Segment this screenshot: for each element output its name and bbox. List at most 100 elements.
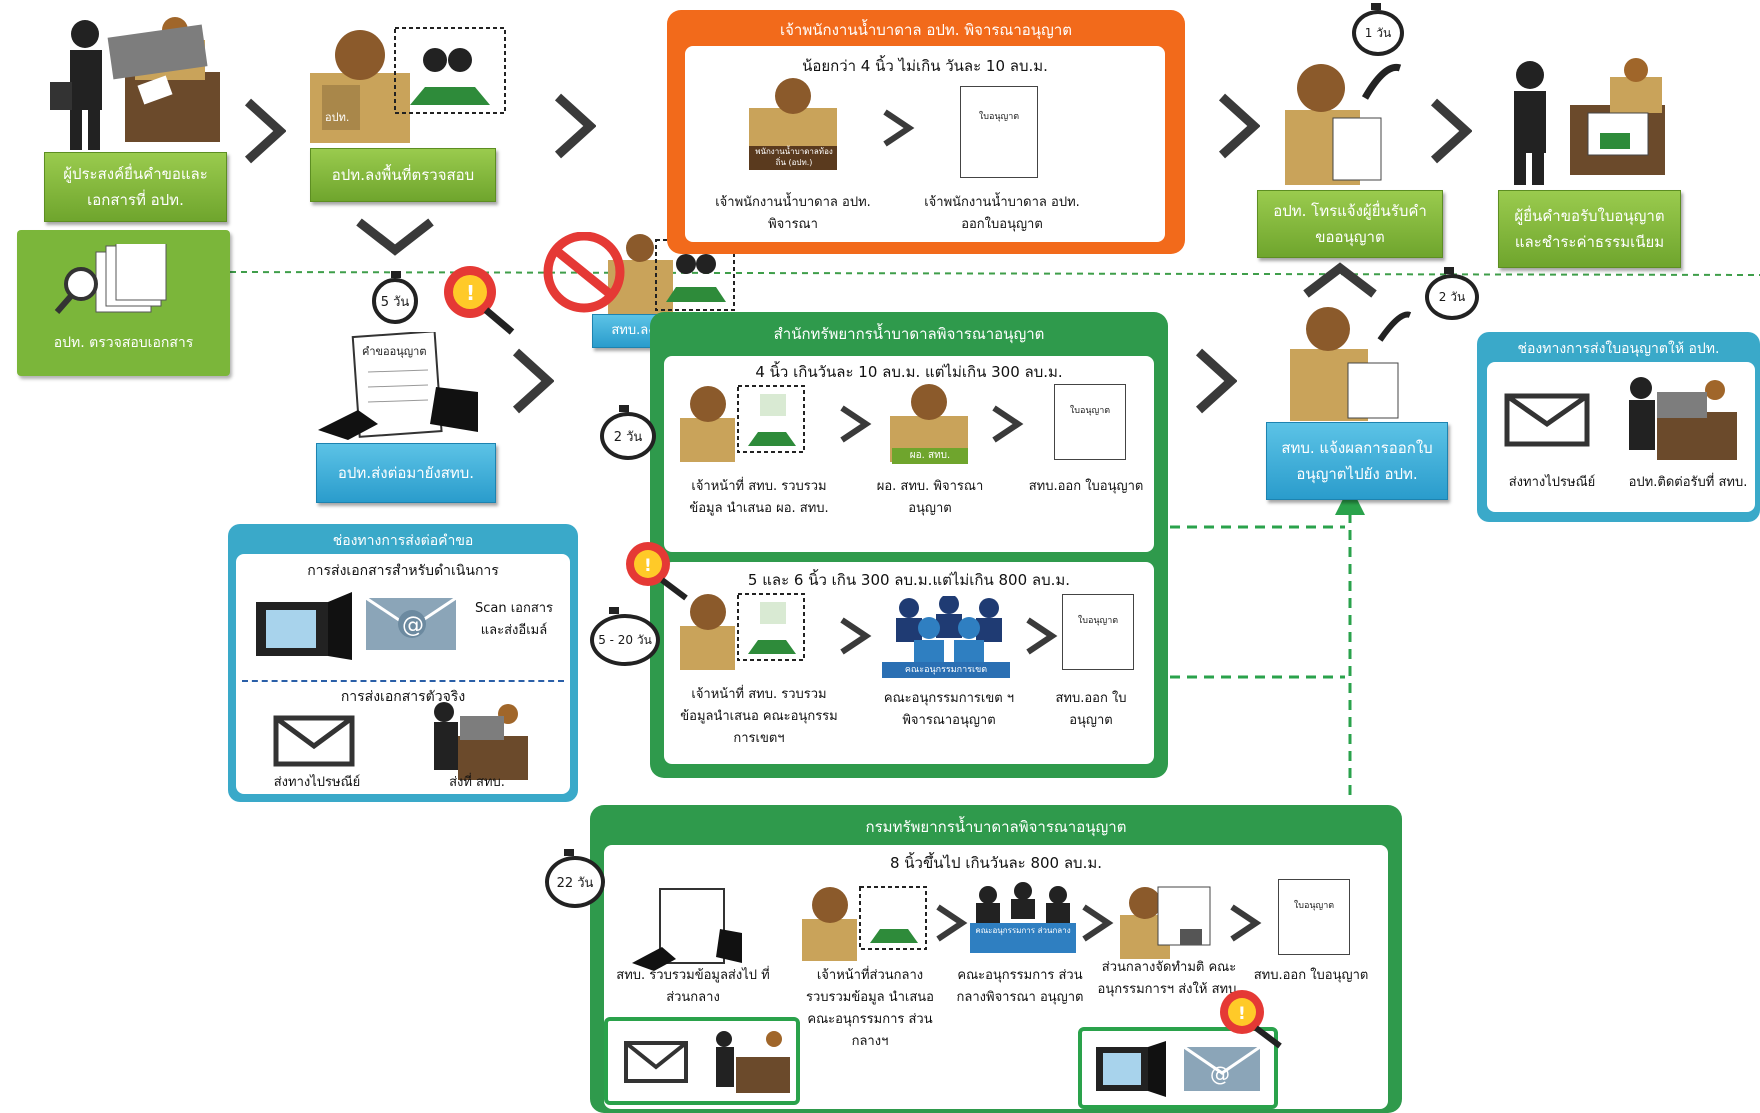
criteria-text: น้อยกว่า 4 นิ้ว ไม่เกิน วันละ 10 ลบ.ม.	[802, 57, 1048, 75]
license-doc-icon: ใบอนุญาต	[960, 86, 1038, 178]
license-label: ใบอนุญาต	[978, 112, 1020, 122]
chevron-right-icon	[840, 617, 872, 655]
license-label: ใบอนุญาต	[1077, 616, 1119, 626]
chevron-right-icon	[992, 405, 1024, 443]
row1-criteria: 4 นิ้ว เกินวันละ 10 ลบ.ม. แต่ไม่เกิน 300…	[755, 363, 1063, 381]
doc-check-box: อปท. ตรวจสอบเอกสาร	[17, 230, 230, 376]
row1-step1: เจ้าหน้าที่ สทบ. รวบรวมข้อมูล นำเสนอ ผอ.…	[689, 479, 829, 516]
local-officer-icon	[749, 78, 837, 170]
license-label: ใบอนุญาต	[1293, 901, 1335, 911]
timer-2-days-icon: 2 วัน	[600, 405, 656, 460]
divider	[242, 680, 564, 682]
license-handover-icon	[1514, 58, 1665, 185]
timer-22-days-icon: 22 วัน	[545, 849, 605, 908]
chevron-right-icon	[1082, 904, 1114, 942]
svg-text:!: !	[1238, 1004, 1246, 1024]
svg-text:@: @	[402, 613, 424, 638]
license-channels-panel: ช่องทางการส่งใบอนุญาตให้ อปท. ส่งทางไปรษ…	[1477, 332, 1760, 522]
hand-form-icon	[632, 888, 742, 971]
dept-criteria: 8 นิ้วขึ้นไป เกินวันละ 800 ลบ.ม.	[889, 854, 1103, 872]
central-committee-icon	[970, 882, 1076, 953]
license-doc-icon: ใบอนุญาต	[1054, 384, 1126, 460]
row1-step3: สทบ.ออก ใบอนุญาต	[1028, 479, 1144, 494]
orange-step2: เจ้าพนักงานน้ำบาดาล อปท. ออกใบอนุญาต	[924, 195, 1080, 232]
staff-docs-icon	[802, 886, 927, 961]
alert-magnifier-icon: !	[626, 542, 688, 601]
director-sign: ผอ. สทบ.	[892, 448, 968, 464]
panel-inner: 8 นิ้วขึ้นไป เกินวันละ 800 ลบ.ม. คณะอนุก…	[604, 845, 1388, 1109]
dept-step1: สทบ. รวบรวมข้อมูลส่งไป ที่ส่วนกลาง	[616, 968, 770, 1005]
sub2-title: การส่งเอกสารตัวจริง	[340, 689, 466, 705]
row2-step2: คณะอนุกรรมการเขต ฯ พิจารณาอนุญาต	[883, 691, 1015, 728]
email-at-icon: @	[1183, 1045, 1261, 1091]
local-officer-panel: เจ้าพนักงานน้ำบาดาล อปท. พิจารณาอนุญาต น…	[667, 10, 1185, 254]
stamp-resolution-icon	[1120, 886, 1211, 959]
chevron-right-icon	[1430, 98, 1472, 164]
staff-field-icon	[680, 593, 805, 670]
panel-inner: การส่งเอกสารสำหรับดำเนินการ @ Scan เอกสา…	[236, 554, 570, 794]
hand-form-icon	[318, 332, 478, 440]
mail-envelope-icon	[624, 1041, 688, 1083]
row1-inner: 4 นิ้ว เกินวันละ 10 ลบ.ม. แต่ไม่เกิน 300…	[664, 356, 1154, 552]
license-doc-icon: ใบอนุญาต	[1062, 594, 1134, 670]
dept-step3: คณะอนุกรรมการ ส่วนกลางพิจารณา อนุญาต	[956, 968, 1084, 1005]
chevron-down-icon	[356, 218, 434, 256]
channel-email-box: @	[1078, 1027, 1278, 1109]
chevron-right-icon	[1026, 617, 1058, 655]
chevron-right-icon	[554, 93, 596, 159]
applicant-submit-label: ผู้ประสงค์ยื่นคำขอและเอกสารที่ อปท.	[44, 152, 227, 222]
chevron-right-icon	[883, 109, 915, 147]
chevron-right-icon	[936, 904, 968, 942]
panel-title: กรมทรัพยากรน้ำบาดาลพิจารณาอนุญาต	[865, 818, 1127, 836]
row2-inner: 5 และ 6 นิ้ว เกิน 300 ลบ.ม.แต่ไม่เกิน 80…	[664, 562, 1154, 764]
svg-text:อปท.: อปท.	[325, 111, 349, 124]
panel-title: สำนักทรัพยากรน้ำบาดาลพิจารณาอนุญาต	[773, 325, 1045, 343]
channel-mail-box	[604, 1017, 800, 1105]
call-applicant-label: อปท. โทรแจ้งผู้ยื่นรับคำขออนุญาต	[1257, 190, 1443, 258]
dept-step4: ส่วนกลางจัดทำมติ คณะอนุกรรมการฯ ส่งให้ ส…	[1097, 960, 1241, 997]
dept-step5: สทบ.ออก ใบอนุญาต	[1253, 968, 1369, 983]
svg-text:!: !	[466, 281, 475, 305]
phone-call-officer-icon	[1285, 63, 1402, 185]
panel-title: เจ้าพนักงานน้ำบาดาล อปท. พิจารณาอนุญาต	[780, 21, 1072, 39]
chevron-right-icon	[1230, 904, 1262, 942]
license-doc-icon: ใบอนุญาต	[1278, 879, 1350, 955]
alert-magnifier-icon: !	[444, 266, 515, 335]
timer-5-20-days-icon: 5 - 20 วัน	[590, 607, 660, 666]
scanner-icon	[256, 592, 352, 660]
post-label: ส่งทางไปรษณีย์	[273, 775, 361, 790]
chevron-right-icon	[512, 348, 554, 414]
svg-text:!: !	[644, 556, 652, 576]
committee-icon	[896, 596, 1002, 662]
svg-text:@: @	[1210, 1062, 1230, 1086]
timer-1-day-icon: 1 วัน	[1352, 3, 1404, 56]
license-label: ใบอนุญาต	[1069, 406, 1111, 416]
scan-email-label: Scan เอกสาร และส่งอีเมล์	[474, 601, 554, 638]
central-committee-sign: คณะอนุกรรมการ ส่วนกลาง	[975, 926, 1071, 935]
chevron-right-icon	[244, 98, 286, 164]
receive-license-label: ผู้ยื่นคำขอรับใบอนุญาตและชำระค่าธรรมเนีย…	[1498, 190, 1681, 268]
chevron-up-icon	[1303, 262, 1377, 298]
chevron-right-icon	[1218, 93, 1260, 159]
panel-title: ช่องทางการส่งใบอนุญาตให้ อปท.	[1517, 341, 1720, 357]
at-office-label: ส่งที่ สทบ.	[449, 775, 505, 790]
office-counter-icon	[434, 702, 528, 780]
doc-check-label: อปท. ตรวจสอบเอกสาร	[53, 335, 194, 351]
office-counter-icon	[1629, 377, 1737, 460]
field-inspection-icon: อปท.	[310, 27, 506, 143]
orange-step1: เจ้าพนักงานน้ำบาดาล อปท. พิจารณา	[715, 195, 871, 232]
office-counter-icon	[716, 1031, 790, 1093]
email-at-icon: @	[365, 596, 457, 650]
staff-field-icon	[680, 385, 805, 462]
row2-step3: สทบ.ออก ใบอนุญาต	[1055, 691, 1127, 728]
department-panel: กรมทรัพยากรน้ำบาดาลพิจารณาอนุญาต 8 นิ้วข…	[590, 805, 1402, 1113]
panel-inner: ส่งทางไปรษณีย์ อปท.ติดต่อรับที่ สทบ.	[1487, 362, 1755, 512]
timer-5-days-icon: 5 วัน	[372, 271, 418, 324]
dept-step2: เจ้าหน้าที่ส่วนกลาง รวบรวมข้อมูล นำเสนอ …	[805, 968, 934, 1049]
form-label: คำขออนุญาต	[362, 345, 427, 358]
alert-magnifier-icon: !	[1220, 990, 1282, 1049]
row1-step2: ผอ. สทบ. พิจารณาอนุญาต	[876, 479, 984, 516]
applicant-illustration-icon	[50, 17, 220, 150]
panel-title: ช่องทางการส่งต่อคำขอ	[332, 533, 474, 549]
bureau-panel: สำนักทรัพยากรน้ำบาดาลพิจารณาอนุญาต 4 นิ้…	[650, 312, 1168, 778]
